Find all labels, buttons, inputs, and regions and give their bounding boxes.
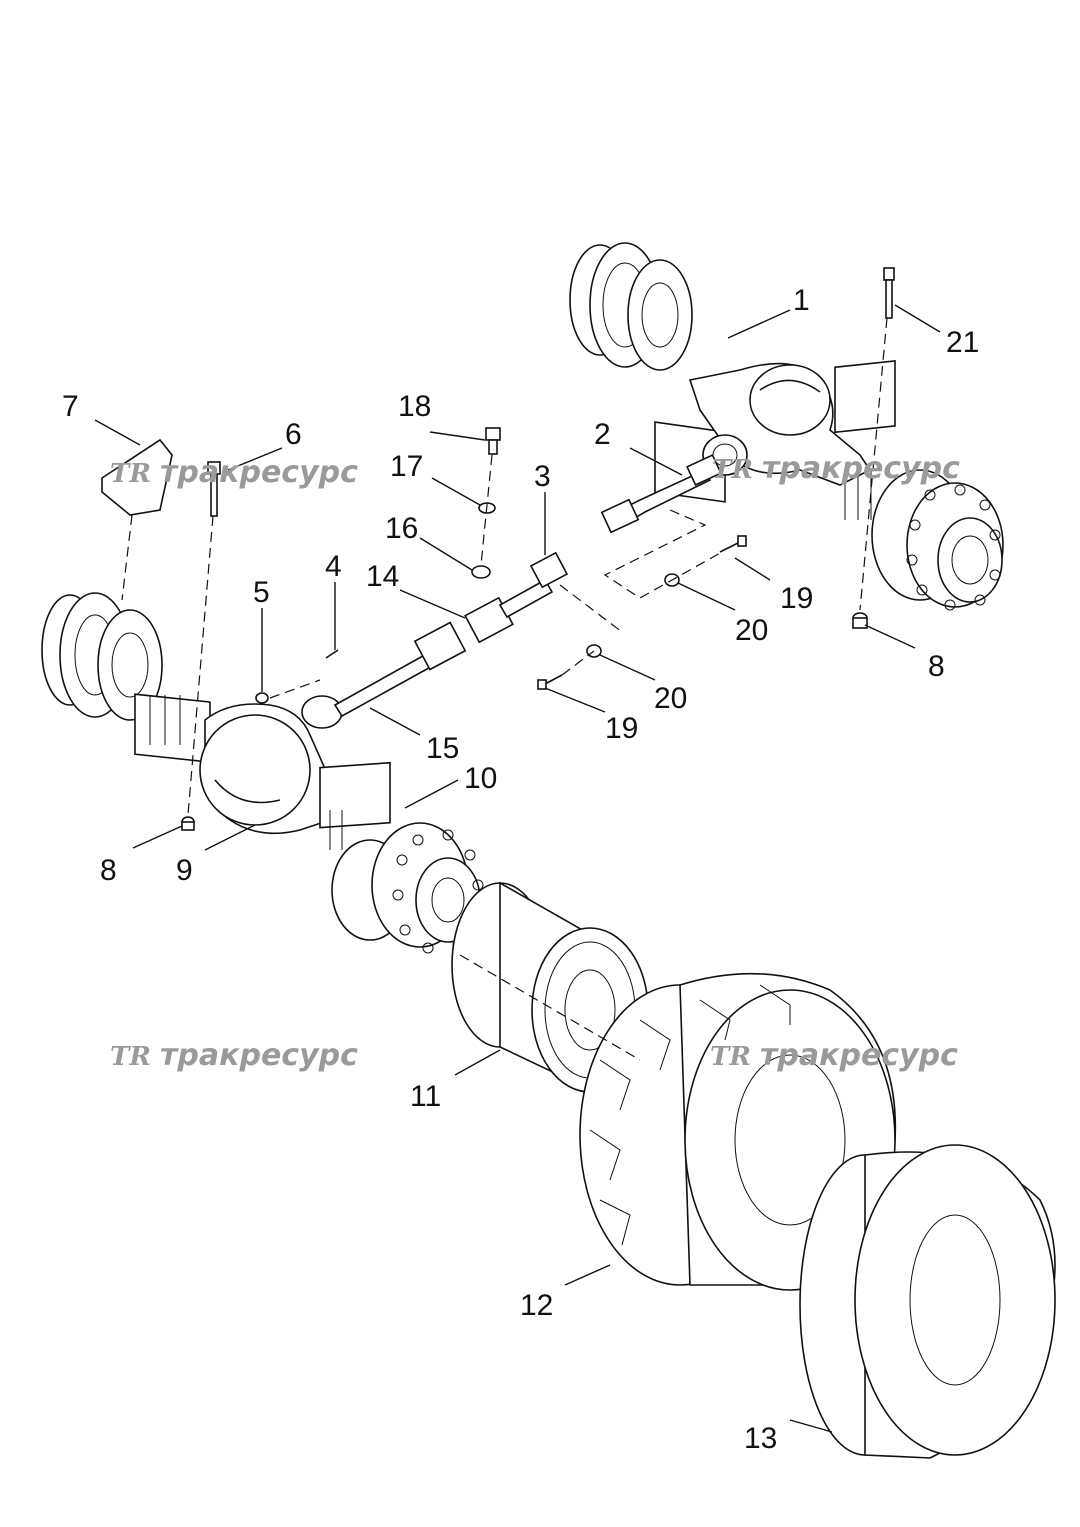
bolt-19-upper [719, 535, 747, 553]
alignment-lines [121, 317, 888, 1061]
callout-21: 21 [946, 326, 979, 359]
callout-17: 17 [390, 450, 423, 483]
callout-19-lower: 19 [605, 712, 638, 745]
leader-lines [94, 304, 941, 1433]
nut-8-right [852, 612, 868, 629]
callout-14: 14 [366, 560, 399, 593]
watermark-logo: TR [110, 1042, 151, 1072]
watermark-2: TR тракресурс [712, 451, 960, 486]
bolt-19-lower [537, 674, 563, 690]
callout-19-upper: 19 [780, 582, 813, 615]
callout-12: 12 [520, 1289, 553, 1322]
callout-4: 4 [325, 550, 342, 583]
nut-8-left [181, 816, 195, 831]
watermark-logo: TR [110, 459, 151, 489]
front-propeller-shaft [333, 551, 569, 718]
rear-axle-assembly [569, 242, 1004, 611]
bolt-6 [207, 461, 221, 517]
callout-5: 5 [253, 576, 270, 609]
callout-8-left: 8 [100, 854, 117, 887]
watermark-text: тракресурс [760, 1038, 958, 1073]
callout-16: 16 [385, 512, 418, 545]
watermark-logo: TR [712, 455, 753, 485]
watermark-1: TR тракресурс [110, 455, 358, 490]
callout-9: 9 [176, 854, 193, 887]
callout-18: 18 [398, 390, 431, 423]
bolt-4 [325, 649, 339, 659]
callout-8-right: 8 [928, 650, 945, 683]
tire-13 [799, 1144, 1056, 1459]
bolt-18 [485, 427, 501, 455]
callout-13: 13 [744, 1422, 777, 1455]
nut-5 [255, 692, 269, 704]
watermark-text: тракресурс [762, 451, 960, 486]
callout-6: 6 [285, 418, 302, 451]
washer-16 [471, 565, 491, 579]
callout-7: 7 [62, 390, 79, 423]
watermark-3: TR тракресурс [110, 1038, 358, 1073]
watermark-4: TR тракресурс [710, 1038, 958, 1073]
watermark-text: тракресурс [160, 1038, 358, 1073]
callout-10: 10 [464, 762, 497, 795]
front-axle-assembly [41, 592, 484, 954]
callout-1: 1 [793, 284, 810, 317]
callout-20-lower: 20 [654, 682, 687, 715]
callout-3: 3 [534, 460, 551, 493]
callout-2: 2 [594, 418, 611, 451]
bolt-21 [883, 267, 895, 319]
rear-propeller-shaft [600, 453, 722, 534]
watermark-text: тракресурс [160, 455, 358, 490]
pad-7 [101, 438, 173, 516]
callout-labels: 1 2 3 4 5 6 7 8 8 9 10 11 12 13 14 15 16… [62, 284, 979, 1455]
callout-11: 11 [410, 1080, 441, 1113]
callout-20-upper: 20 [735, 614, 768, 647]
watermark-logo: TR [710, 1042, 751, 1072]
callout-15: 15 [426, 732, 459, 765]
